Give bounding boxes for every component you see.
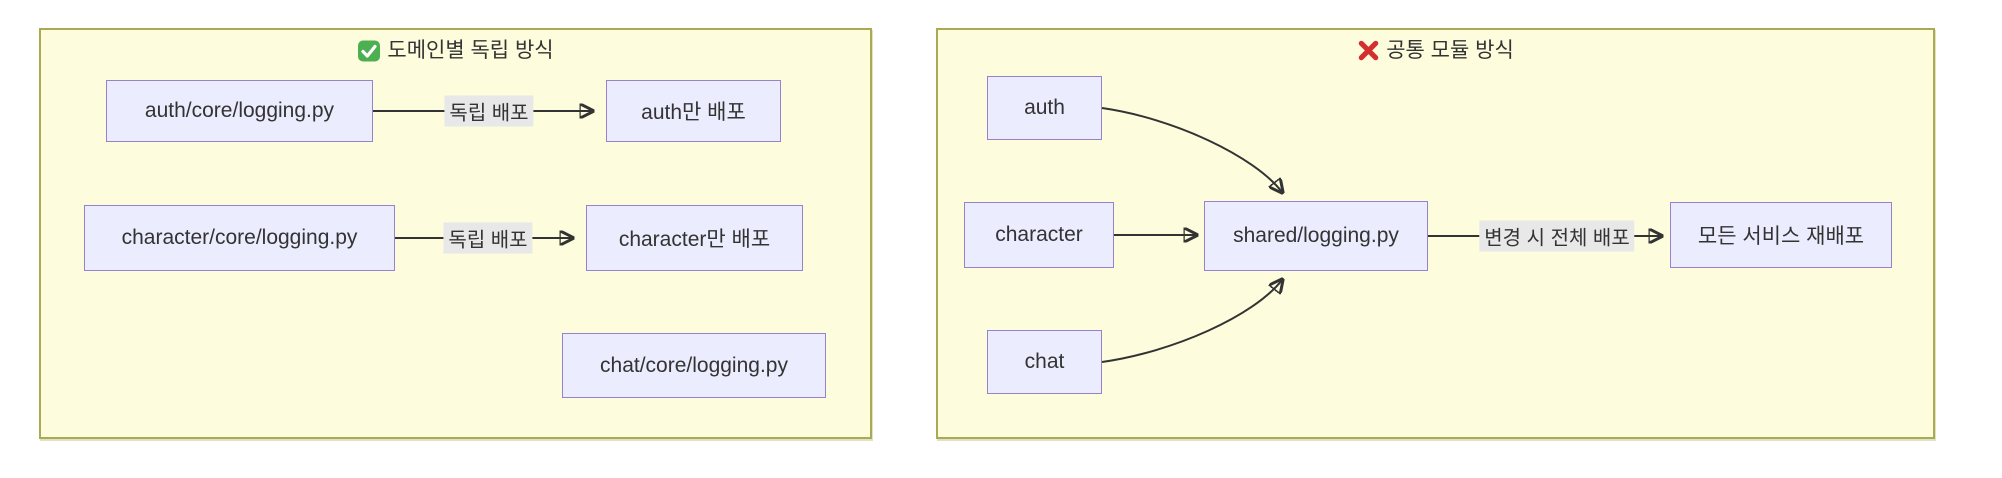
edge-curve-chat-to-shared [1101, 280, 1282, 363]
node-chat: chat [987, 330, 1102, 394]
edge-label-full-deploy-on-change: 변경 시 전체 배포 [1479, 220, 1635, 252]
node-auth-only-deploy: auth만 배포 [606, 80, 781, 142]
panel-title: 공통 모듈 방식 [938, 38, 1933, 63]
node-character: character [964, 202, 1114, 268]
node-character-only-deploy: character만 배포 [586, 205, 803, 271]
node-shared-logging: shared/logging.py [1204, 201, 1428, 271]
node-redeploy-all-services: 모든 서비스 재배포 [1670, 202, 1892, 268]
cross-icon [1357, 39, 1380, 62]
node-chat-core-logging: chat/core/logging.py [562, 333, 826, 398]
panel-title: 도메인별 독립 방식 [41, 38, 870, 63]
node-auth: auth [987, 76, 1102, 140]
panel-domain-independent: 도메인별 독립 방식 auth/core/logging.py auth만 배포… [39, 28, 872, 439]
panel-title-text: 도메인별 독립 방식 [387, 39, 554, 62]
check-icon [357, 39, 381, 63]
edge-curve-auth-to-shared [1101, 107, 1282, 192]
panel-shared-module: 공통 모듈 방식 auth character chat shared/logg… [936, 28, 1935, 439]
node-character-core-logging: character/core/logging.py [84, 205, 395, 271]
edge-label-independent-deploy-2: 독립 배포 [443, 222, 533, 254]
edge-label-independent-deploy-1: 독립 배포 [444, 95, 534, 127]
node-auth-core-logging: auth/core/logging.py [106, 80, 373, 142]
panel-title-text: 공통 모듈 방식 [1386, 39, 1514, 62]
